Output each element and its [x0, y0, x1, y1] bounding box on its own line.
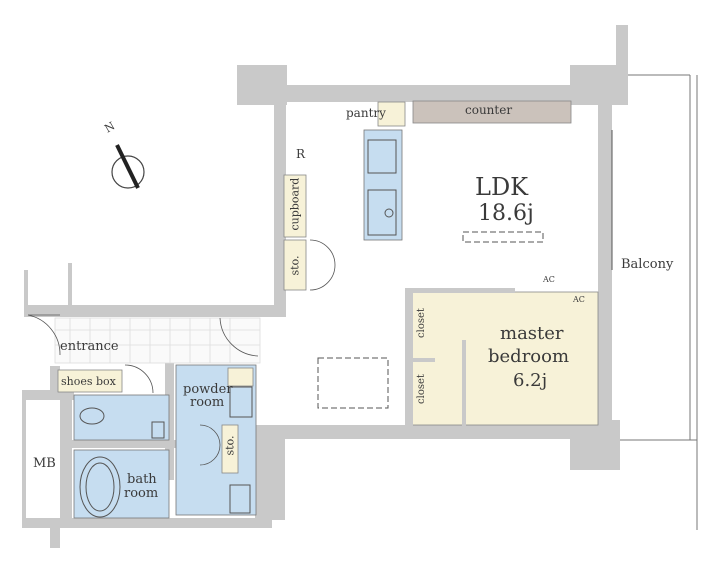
mb-label: MB	[33, 456, 56, 471]
wet-areas	[73, 129, 403, 519]
closet-lower-label: closet	[416, 374, 427, 404]
storage-areas	[57, 101, 599, 474]
bedroom-label-2: bedroom	[488, 346, 570, 367]
compass-icon	[111, 144, 145, 189]
bedroom-walls	[405, 288, 515, 428]
walls	[22, 25, 628, 548]
cupboard-label: cupboard	[288, 177, 302, 231]
counter-label: counter	[465, 103, 513, 117]
powder-storage-label: sto.	[223, 435, 237, 456]
shoes-box-label: shoes box	[61, 375, 116, 388]
ac-bedroom-label: AC	[573, 295, 585, 304]
bedroom-label-1: master	[500, 323, 564, 344]
bath-room-label-1: bath	[127, 472, 157, 487]
ldk-label: LDK	[475, 173, 529, 201]
bedroom-size: 6.2j	[513, 370, 548, 391]
powder-room-label-2: room	[190, 395, 225, 410]
doors	[27, 239, 336, 466]
powder-room-label-1: powder	[183, 382, 233, 397]
kitchen-storage-label: sto.	[288, 255, 302, 276]
ac-ldk-label: AC	[543, 275, 555, 284]
pantry-label: pantry	[346, 106, 386, 120]
entrance-tiles	[54, 317, 261, 364]
counter-shape	[412, 100, 572, 124]
kitchen-fixtures	[79, 139, 544, 518]
bath-room-label-2: room	[124, 486, 159, 501]
refrigerator-label: R	[296, 147, 306, 161]
closet-upper-label: closet	[416, 308, 427, 338]
balcony-outline	[611, 74, 698, 530]
balcony-label: Balcony	[621, 257, 674, 272]
ldk-size: 18.6j	[478, 201, 534, 226]
entrance-label: entrance	[60, 339, 119, 354]
